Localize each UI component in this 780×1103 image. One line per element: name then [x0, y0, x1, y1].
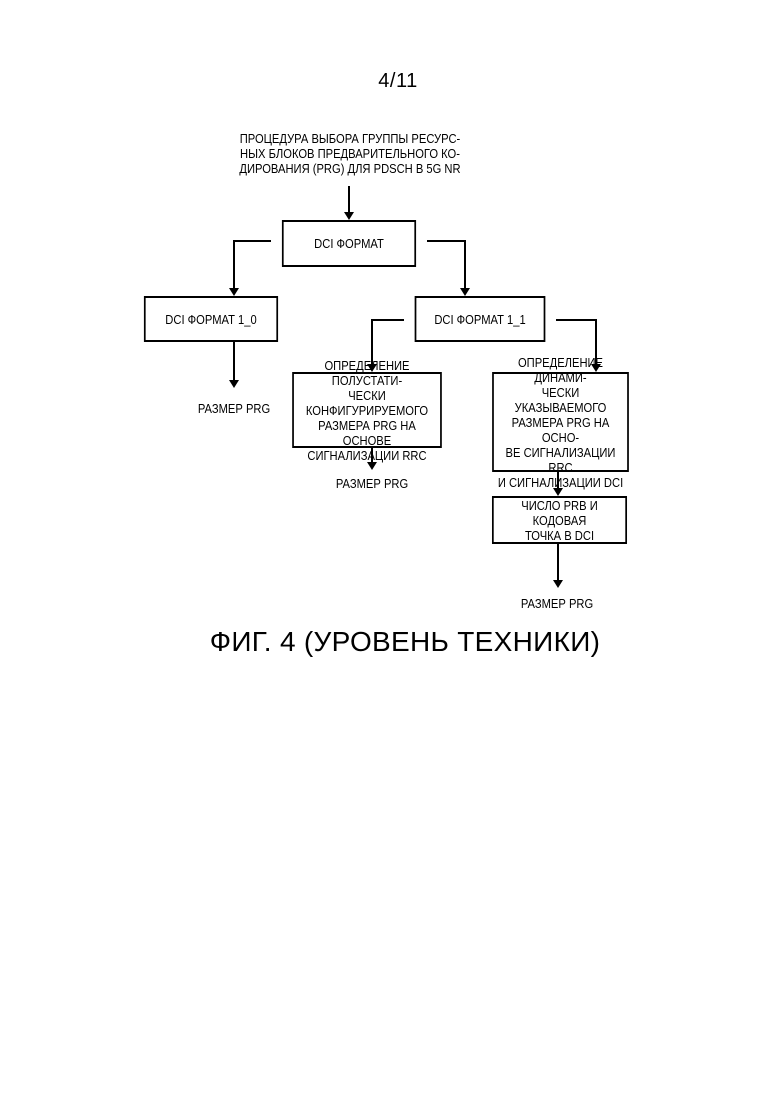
arrowhead: [367, 462, 377, 470]
arrowhead: [553, 580, 563, 588]
output-prg-size-2: РАЗМЕР PRG: [326, 476, 419, 491]
arrowhead: [229, 288, 239, 296]
node-dci-format-1-1: DCI ФОРМАТ 1_1: [415, 296, 546, 342]
node-dci-format-1-0-label: DCI ФОРМАТ 1_0: [164, 312, 259, 327]
node-dci-format-1-0: DCI ФОРМАТ 1_0: [144, 296, 278, 342]
node-semi-static-prg: ОПРЕДЕЛЕНИЕ ПОЛУСТАТИ- ЧЕСКИ КОНФИГУРИРУ…: [292, 372, 442, 448]
node-dci-format-1-1-label: DCI ФОРМАТ 1_1: [433, 312, 528, 327]
node-dynamic-prg-label: ОПРЕДЕЛЕНИЕ ДИНАМИ- ЧЕСКИ УКАЗЫВАЕМОГО Р…: [494, 355, 627, 490]
node-dci-format: DCI ФОРМАТ: [282, 220, 416, 267]
connector-dci-format-to-1-1: [427, 241, 465, 290]
arrowhead: [344, 212, 354, 220]
node-semi-static-prg-label: ОПРЕДЕЛЕНИЕ ПОЛУСТАТИ- ЧЕСКИ КОНФИГУРИРУ…: [294, 358, 440, 463]
output-prg-size-3: РАЗМЕР PRG: [510, 596, 605, 611]
diagram-header-text: ПРОЦЕДУРА ВЫБОРА ГРУППЫ РЕСУРС- НЫХ БЛОК…: [238, 131, 462, 176]
connector-dci-format-to-1-0: [234, 241, 271, 290]
node-prb-codepoint: ЧИСЛО PRB И КОДОВАЯ ТОЧКА В DCI: [492, 496, 627, 544]
arrowhead: [460, 288, 470, 296]
node-prb-codepoint-label: ЧИСЛО PRB И КОДОВАЯ ТОЧКА В DCI: [494, 498, 626, 543]
node-dci-format-label: DCI ФОРМАТ: [312, 236, 385, 251]
arrowhead: [229, 380, 239, 388]
figure-caption: ФИГ. 4 (УРОВЕНЬ ТЕХНИКИ): [0, 626, 780, 658]
output-prg-size-1: РАЗМЕР PRG: [188, 401, 281, 416]
node-dynamic-prg: ОПРЕДЕЛЕНИЕ ДИНАМИ- ЧЕСКИ УКАЗЫВАЕМОГО Р…: [492, 372, 629, 472]
